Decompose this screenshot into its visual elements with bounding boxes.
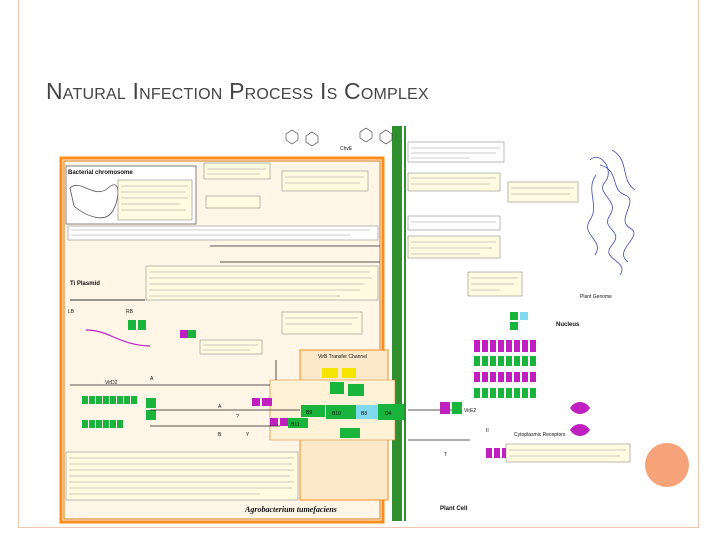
rb-label: RB (126, 309, 134, 315)
nucleus-label: Nucleus (556, 322, 580, 328)
label-a: A (150, 376, 154, 382)
cytoplasmic-receptor-icons (570, 402, 590, 436)
protein-b8 (356, 405, 378, 419)
b10-label: B10 (332, 411, 341, 417)
bacterial-chromosome-label: Bacterial chromosome (68, 170, 133, 176)
protein-b9 (301, 405, 325, 417)
slide-title: Natural Infection Process Is Complex (46, 78, 429, 104)
b11-label: B11 (291, 422, 300, 428)
pathway-arrows (70, 245, 470, 441)
annotation-box (281, 170, 369, 192)
annotation-box (67, 225, 379, 241)
label-t: T (444, 452, 447, 458)
agrobacterium-label: Agrobacterium tumefaciens (244, 505, 337, 514)
bacterium-membrane (63, 160, 381, 520)
label-q: ? (236, 414, 239, 420)
plant-annotation-box (507, 181, 579, 203)
chromosome-textbox (117, 179, 193, 221)
plant-cell-wall-inner (404, 126, 406, 521)
annotation-box (199, 339, 263, 355)
label-y: Y (246, 432, 250, 438)
annotation-box (205, 195, 261, 209)
label-ii: II (486, 428, 489, 434)
b9-label: B9 (306, 410, 312, 416)
phenolic-box (407, 141, 505, 163)
label-b: B (218, 432, 222, 438)
vire2-label: VirE2 (464, 408, 476, 414)
vire2-complexes (82, 320, 196, 428)
vird2-label: VirD2 (105, 380, 118, 386)
annotation-box (281, 311, 363, 335)
annotation-box (203, 162, 271, 180)
text-lines (71, 168, 372, 351)
protein-d4 (378, 404, 404, 420)
plant-annotation-box (407, 215, 501, 231)
plant-cell-wall (392, 126, 402, 521)
chve-label: ChvE (340, 146, 353, 152)
plant-annotation-box (407, 172, 501, 192)
plant-genome-chromatin (587, 149, 636, 276)
b8-label: B8 (361, 411, 367, 417)
virb-channel-label: VirB Transfer Channel (318, 354, 367, 360)
slide-border (18, 0, 699, 528)
lb-label: LB (68, 309, 75, 315)
decorative-circle (645, 443, 689, 487)
protein-b10 (326, 405, 356, 419)
ti-plasmid-label: Ti Plasmid (70, 281, 100, 287)
plant-annotation-box (407, 235, 501, 259)
plant-cell-label: Plant Cell (440, 506, 468, 512)
phenolic-molecules (285, 127, 393, 147)
label-a2: A (218, 404, 222, 410)
plant-genome-label: Plant Genome (580, 294, 612, 300)
protein-b11 (288, 418, 308, 428)
annotation-box (145, 265, 379, 301)
t-strand (85, 329, 151, 347)
cytoplasmic-receptors-label: Cytoplasmic Receptors (514, 432, 566, 438)
d4-label: D4 (385, 411, 392, 417)
nls-box (505, 443, 631, 463)
